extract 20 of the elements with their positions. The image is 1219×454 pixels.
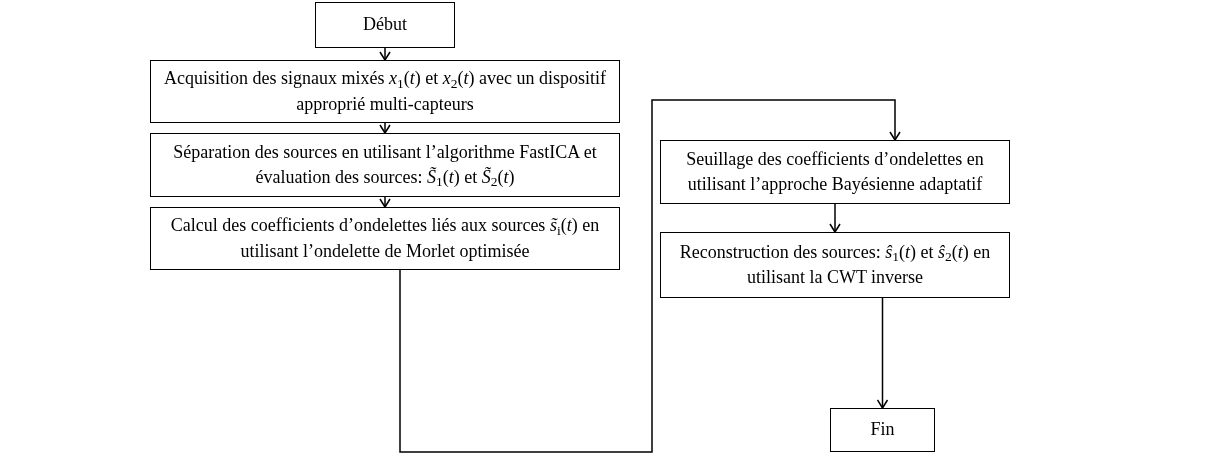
arrow <box>399 99 901 453</box>
process-box <box>150 207 620 270</box>
box-text: Séparation des sources en utilisant l’algorithme FastICA et évaluation des sources: S̃$_{1}$(t) et S̃$_{2}$(t) <box>172 140 598 191</box>
process-box <box>660 140 1010 204</box>
arrow <box>876 297 889 409</box>
process-box <box>150 133 620 197</box>
process-box <box>150 60 620 123</box>
box-text: Seuillage des coefficients d’ondelettes en utilisant l’approche Bayésienne adaptatif <box>685 147 985 196</box>
box-text: Calcul des coefficients d’ondelettes liés aux sources s̃$_{i}$(t) en utilisant l’ondelette de Morlet optimisée <box>169 214 601 263</box>
arrow <box>829 203 841 233</box>
box-text: Acquisition des signaux mixés x$_{1}$(t) et x$_{2}$(t) avec un dispositif approprié multi-capteurs <box>163 67 607 116</box>
box-text: Début <box>363 13 407 37</box>
process-box <box>660 232 1010 298</box>
process-box <box>830 408 935 452</box>
arrow <box>379 47 391 61</box>
arrow <box>379 122 391 134</box>
box-text: Reconstruction des sources: ŝ$_{1}$(t) et ŝ$_{2}$(t) en utilisant la CWT inverse <box>678 240 992 289</box>
process-box <box>315 2 455 48</box>
arrow <box>379 196 391 208</box>
box-text: Fin <box>870 418 895 442</box>
